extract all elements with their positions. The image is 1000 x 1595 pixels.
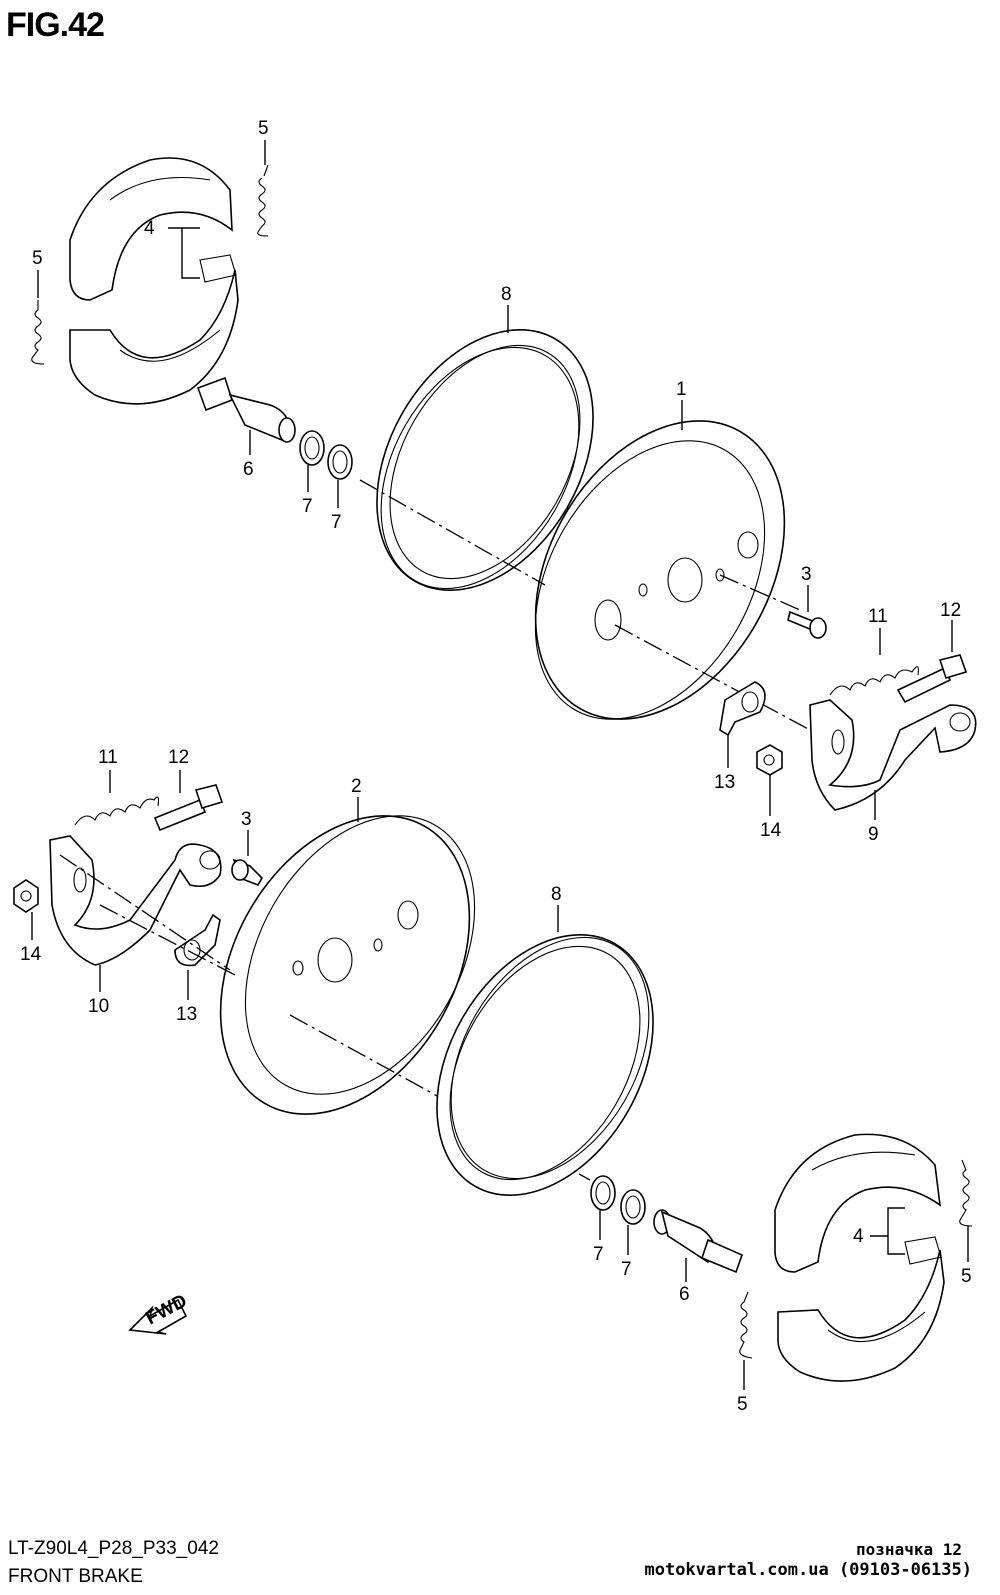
spring-part-5 bbox=[257, 164, 269, 237]
plate-part-13-lower bbox=[174, 913, 221, 967]
cam-shaft-part-6 bbox=[196, 376, 296, 443]
washer-part-7-a bbox=[299, 430, 325, 466]
callout-5: 5 bbox=[737, 1394, 748, 1415]
spring-part-11 bbox=[829, 666, 919, 696]
callout-7: 7 bbox=[593, 1244, 604, 1265]
diagram-code: LT-Z90L4_P28_P33_042 bbox=[8, 1538, 219, 1559]
spring-part-5-left bbox=[31, 300, 45, 365]
callout-3: 3 bbox=[801, 564, 812, 585]
bolt-part-3 bbox=[787, 610, 827, 639]
callout-5: 5 bbox=[32, 248, 43, 269]
callout-4: 4 bbox=[853, 1226, 864, 1247]
callout-14: 14 bbox=[20, 944, 42, 965]
brake-shoe-part-4 bbox=[69, 157, 239, 405]
nut-part-14 bbox=[756, 744, 783, 776]
cam-shaft-part-6-lower bbox=[653, 1209, 744, 1274]
callout-11: 11 bbox=[868, 606, 888, 627]
watermark-label: позначка 12 bbox=[856, 1540, 962, 1559]
bolt-part-3-lower bbox=[231, 858, 263, 886]
callout-6: 6 bbox=[679, 1284, 690, 1305]
callout-7: 7 bbox=[331, 512, 342, 533]
diagram-caption: FRONT BRAKE bbox=[8, 1566, 143, 1587]
watermark-site: motokvartal.com.ua (09103-06135) bbox=[644, 1560, 972, 1580]
cam-lever-part-10 bbox=[49, 835, 222, 966]
callout-10: 10 bbox=[88, 996, 109, 1017]
callout-9: 9 bbox=[868, 824, 879, 845]
plate-part-13 bbox=[719, 681, 766, 737]
washer-part-7-d bbox=[620, 1189, 646, 1225]
callout-4: 4 bbox=[144, 218, 155, 239]
callout-6: 6 bbox=[243, 459, 254, 480]
brake-drum-part-2 bbox=[219, 815, 476, 1115]
callout-13: 13 bbox=[714, 772, 735, 793]
bolt-part-12 bbox=[896, 654, 968, 704]
seal-ring-part-8-lower bbox=[436, 933, 654, 1197]
callout-8: 8 bbox=[501, 284, 512, 305]
spring-part-11-lower bbox=[74, 796, 160, 826]
callout-14: 14 bbox=[760, 820, 782, 841]
washer-part-7-b bbox=[327, 444, 353, 480]
callout-8: 8 bbox=[551, 884, 562, 905]
callout-5: 5 bbox=[258, 118, 269, 139]
spring-part-5-lower-right bbox=[959, 1159, 973, 1227]
callout-12: 12 bbox=[940, 600, 961, 621]
callout-3: 3 bbox=[241, 809, 252, 830]
brake-panel-part-1 bbox=[534, 420, 786, 720]
cam-lever-part-9 bbox=[809, 699, 977, 811]
seal-ring-part-8 bbox=[376, 328, 594, 592]
callout-1: 1 bbox=[676, 379, 687, 400]
brake-shoe-part-4-lower bbox=[774, 1133, 945, 1382]
figure-title: FIG.42 bbox=[6, 6, 105, 44]
callout-2: 2 bbox=[351, 776, 362, 797]
bolt-part-12-lower bbox=[153, 784, 224, 832]
callout-12: 12 bbox=[168, 747, 189, 768]
callout-5: 5 bbox=[961, 1266, 972, 1287]
forward-arrow-icon: FWD bbox=[128, 1291, 191, 1335]
callout-11: 11 bbox=[98, 747, 118, 768]
callout-7: 7 bbox=[302, 496, 313, 517]
nut-part-14-lower bbox=[13, 879, 39, 913]
washer-part-7-c bbox=[590, 1175, 616, 1211]
spring-part-5-lower bbox=[739, 1291, 753, 1359]
callout-7: 7 bbox=[621, 1259, 632, 1280]
callout-13: 13 bbox=[176, 1004, 197, 1025]
